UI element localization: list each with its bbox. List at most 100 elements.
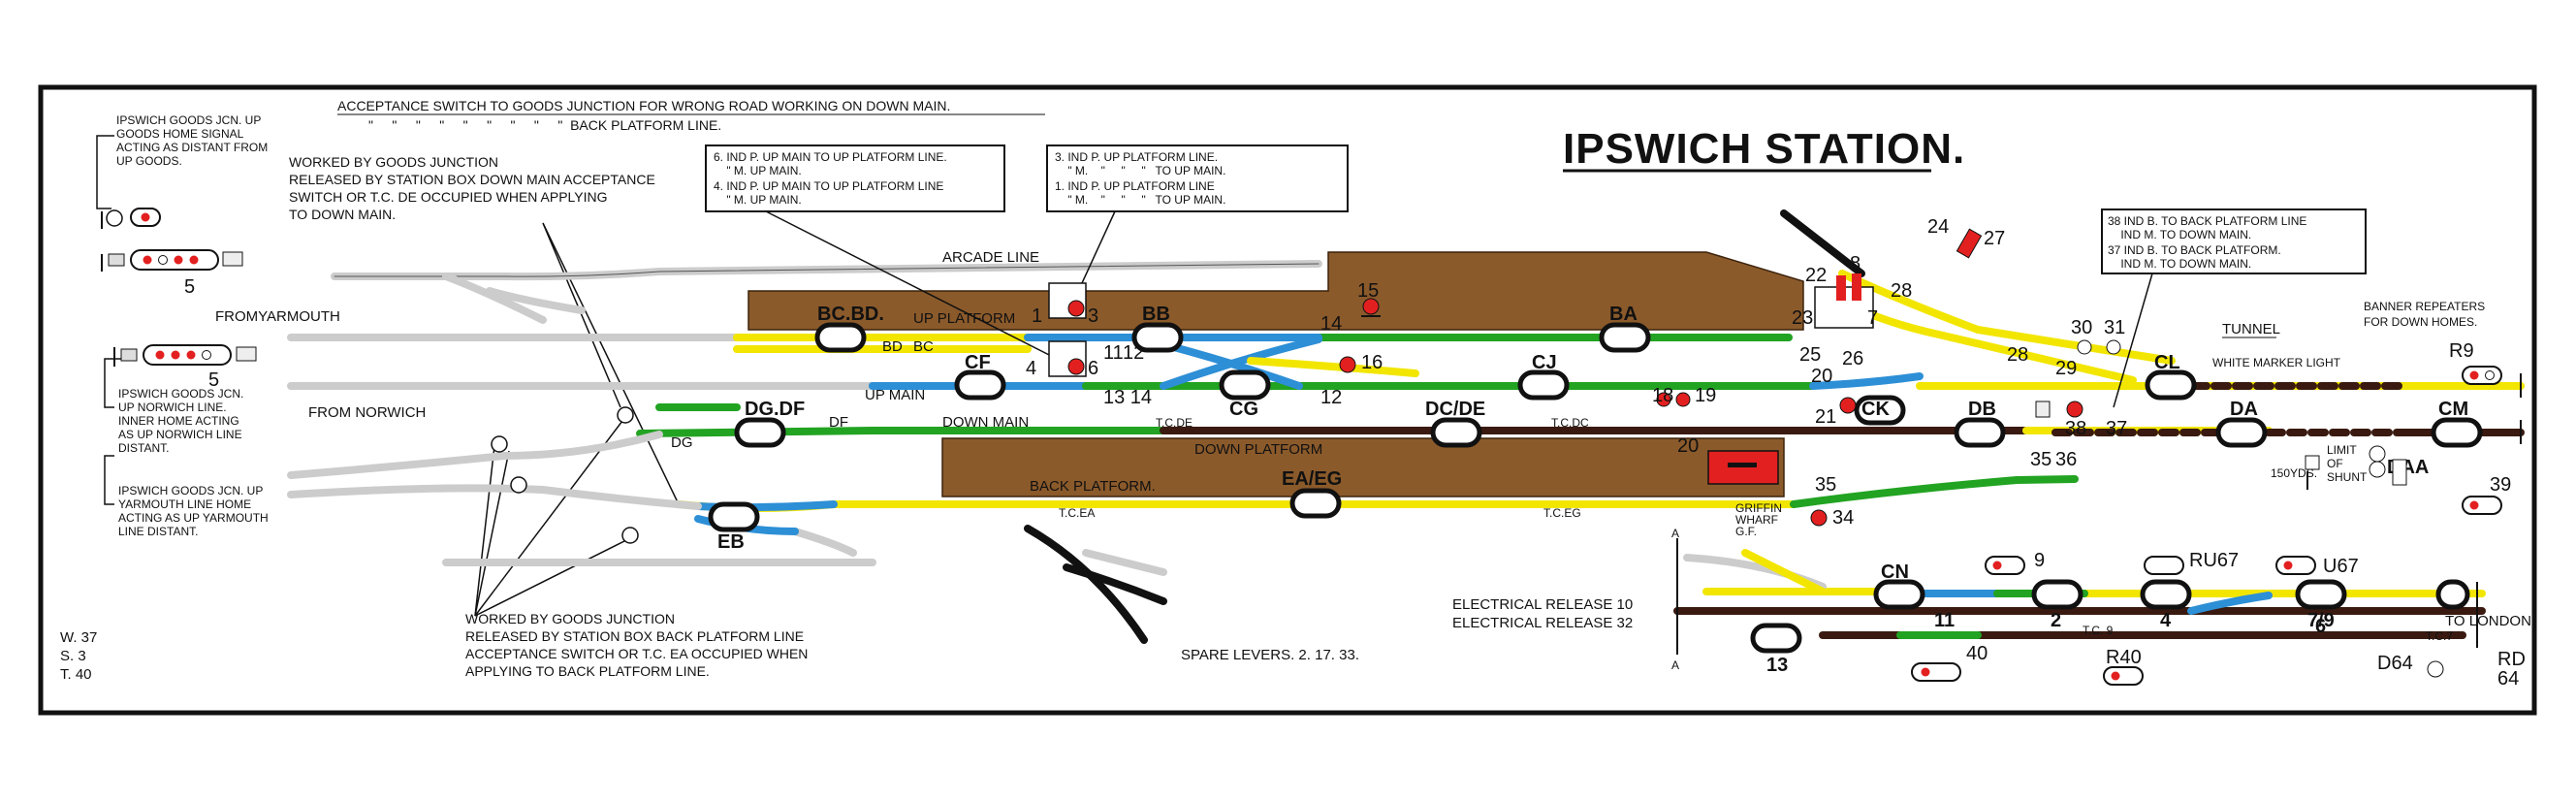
svg-text:37 IND B. TO BACK PLATFORM.: 37 IND B. TO BACK PLATFORM. xyxy=(2108,243,2281,257)
svg-text:IPSWICH GOODS JCN. UP: IPSWICH GOODS JCN. UP xyxy=(116,113,261,127)
svg-text:G.F.: G.F. xyxy=(1735,525,1757,538)
signal-u67 xyxy=(2275,556,2316,575)
svg-text:UP GOODS.: UP GOODS. xyxy=(116,154,182,168)
left-brackets xyxy=(96,135,121,505)
tc-eaeg: EA/EG xyxy=(1282,468,1342,490)
signal-num-30: 30 xyxy=(2071,317,2092,338)
label-bc: BC xyxy=(913,338,934,355)
svg-text:IPSWICH GOODS JCN. UP: IPSWICH GOODS JCN. UP xyxy=(118,484,263,497)
signal-num-19: 19 xyxy=(1695,385,1716,406)
tc-dcde: DC/DE xyxy=(1425,399,1485,420)
svg-text:WORKED BY GOODS JUNCTION: WORKED BY GOODS JUNCTION xyxy=(289,154,498,170)
signal-num-7: 7 xyxy=(1867,307,1878,329)
label-a-top: A xyxy=(1671,527,1679,540)
svg-text:38 IND B. TO BACK PLATFORM LIN: 38 IND B. TO BACK PLATFORM LINE xyxy=(2108,214,2306,228)
svg-text:AS UP NORWICH LINE: AS UP NORWICH LINE xyxy=(118,428,242,441)
signal-num-36: 36 xyxy=(2055,449,2077,470)
signal-num-26: 26 xyxy=(1842,348,1863,369)
tc-4: 4 xyxy=(2160,610,2172,631)
left-signal-group-1 xyxy=(101,208,161,229)
tc-dgdf: DG.DF xyxy=(745,399,805,420)
signal-num-35b: 35 xyxy=(1815,474,1836,496)
signal-num-9: 9 xyxy=(2034,550,2045,571)
label-tunnel: TUNNEL xyxy=(2222,321,2280,337)
signal-num-24: 24 xyxy=(1927,216,1949,238)
left-note-norwich: IPSWICH GOODS JCN. UP NORWICH LINE. INNE… xyxy=(118,387,243,455)
label-tc-9: T.C. 9 xyxy=(2083,624,2114,637)
label-df: DF xyxy=(829,414,848,431)
tc-cg: CG xyxy=(1229,399,1258,420)
svg-text:3. IND P. UP PLATFORM LINE.: 3. IND P. UP PLATFORM LINE. xyxy=(1055,150,1218,164)
signal-num-18: 18 xyxy=(1652,385,1673,406)
limit-shunt-marker xyxy=(2305,455,2320,490)
signal-num-37: 37 xyxy=(2106,418,2127,439)
info-box-6-4: 6. IND P. UP MAIN TO UP PLATFORM LINE. "… xyxy=(705,144,1005,212)
signal-num-15: 15 xyxy=(1357,280,1379,302)
svg-text:GRIFFIN: GRIFFIN xyxy=(1735,501,1782,515)
signal-num-21: 21 xyxy=(1815,406,1836,428)
label-from-norwich: FROM NORWICH xyxy=(308,404,426,421)
diagram-frame xyxy=(38,84,2537,716)
up-platform-area xyxy=(747,251,1804,331)
svg-text:IND M. TO DOWN MAIN.: IND M. TO DOWN MAIN. xyxy=(2108,257,2251,271)
tc-da: DA xyxy=(2230,399,2258,420)
label-tc-dc: T.C.DC xyxy=(1551,416,1589,430)
svg-text:DISTANT.: DISTANT. xyxy=(118,441,169,455)
info-box-38-37: 38 IND B. TO BACK PLATFORM LINE IND M. T… xyxy=(2101,209,2367,274)
banner-repeaters xyxy=(2369,445,2407,486)
label-down-platform: DOWN PLATFORM xyxy=(1194,441,1322,458)
signal-30-31 xyxy=(2077,339,2121,355)
tc-79: 7/9 xyxy=(2307,610,2335,631)
signal-num-29: 29 xyxy=(2055,358,2077,379)
svg-text:" M. " " " TO UP: " M. " " " TO UP MAIN. xyxy=(1055,193,1225,207)
svg-text:1. IND P. UP PLATFORM LINE: 1. IND P. UP PLATFORM LINE xyxy=(1055,179,1215,193)
label-back-platform: BACK PLATFORM. xyxy=(1030,478,1156,495)
signal-num-16: 16 xyxy=(1361,352,1383,373)
signal-num-12b: 12 xyxy=(1320,387,1342,408)
label-tc-de: T.C.DE xyxy=(1156,416,1193,430)
signal-num-r40: R40 xyxy=(2106,647,2142,668)
svg-text:4. IND P. UP MAIN TO UP PLATFO: 4. IND P. UP MAIN TO UP PLATFORM LINE xyxy=(714,179,943,193)
signal-num-28a: 28 xyxy=(1891,280,1912,302)
tc-13: 13 xyxy=(1766,655,1788,676)
signal-d64 xyxy=(2427,660,2444,678)
label-tc-eg: T.C.EG xyxy=(1543,506,1581,520)
svg-text:IND M. TO DOWN MAIN.: IND M. TO DOWN MAIN. xyxy=(2108,228,2251,241)
signal-num-rd64-2: 64 xyxy=(2497,668,2519,690)
label-a-bot: A xyxy=(1671,658,1679,672)
top-note-2: " " " " " " " " " BACK PLATFORM LINE. xyxy=(368,117,721,133)
signal-num-40: 40 xyxy=(1966,643,1988,664)
signal-num-14: 14 xyxy=(1320,313,1342,335)
svg-text:SWITCH OR T.C. DE OCCUPIED WHE: SWITCH OR T.C. DE OCCUPIED WHEN APPLYING xyxy=(289,189,608,205)
svg-text:ACCEPTANCE SWITCH OR T.C. EA O: ACCEPTANCE SWITCH OR T.C. EA OCCUPIED WH… xyxy=(465,646,808,661)
svg-text:" M. UP MAIN.: " M. UP MAIN. xyxy=(714,193,802,207)
tc-ba: BA xyxy=(1609,304,1638,325)
signal-num-38: 38 xyxy=(2065,418,2086,439)
signal-num-3: 3 xyxy=(1088,305,1098,327)
svg-text:GOODS HOME SIGNAL: GOODS HOME SIGNAL xyxy=(116,127,244,141)
signal-num-12: 12 xyxy=(1123,342,1144,364)
tc-6: 6 xyxy=(2315,616,2326,637)
label-up-platform: UP PLATFORM xyxy=(913,310,1015,327)
svg-text:" M. " " " TO UP: " M. " " " TO UP MAIN. xyxy=(1055,164,1225,177)
diagram-title: IPSWICH STATION. xyxy=(1563,125,1965,173)
signal-num-4: 4 xyxy=(1026,358,1036,379)
svg-text:W. 37: W. 37 xyxy=(60,629,97,646)
worked-note-bottom: WORKED BY GOODS JUNCTION RELEASED BY STA… xyxy=(465,611,808,679)
tc-bb: BB xyxy=(1142,304,1170,325)
tc-11: 11 xyxy=(1934,610,1955,631)
svg-text:WORKED BY GOODS JUNCTION: WORKED BY GOODS JUNCTION xyxy=(465,611,675,626)
left-signal-group-2 xyxy=(101,249,243,272)
label-limit-shunt: LIMIT OF SHUNT xyxy=(2327,443,2368,484)
signal-40 xyxy=(1911,662,1961,682)
svg-text:TO DOWN MAIN.: TO DOWN MAIN. xyxy=(289,207,396,222)
signal-18-19 xyxy=(1656,392,1691,407)
signal-num-39: 39 xyxy=(2490,474,2511,496)
info-box-3-1: 3. IND P. UP PLATFORM LINE. " M. " " " T… xyxy=(1046,144,1349,212)
signal-cluster-1-3 xyxy=(1048,282,1087,377)
svg-text:LIMIT: LIMIT xyxy=(2327,443,2357,457)
tc-cm: CM xyxy=(2438,399,2468,420)
signal-9 xyxy=(1985,556,2025,575)
label-banner-2: FOR DOWN HOMES. xyxy=(2364,315,2477,329)
